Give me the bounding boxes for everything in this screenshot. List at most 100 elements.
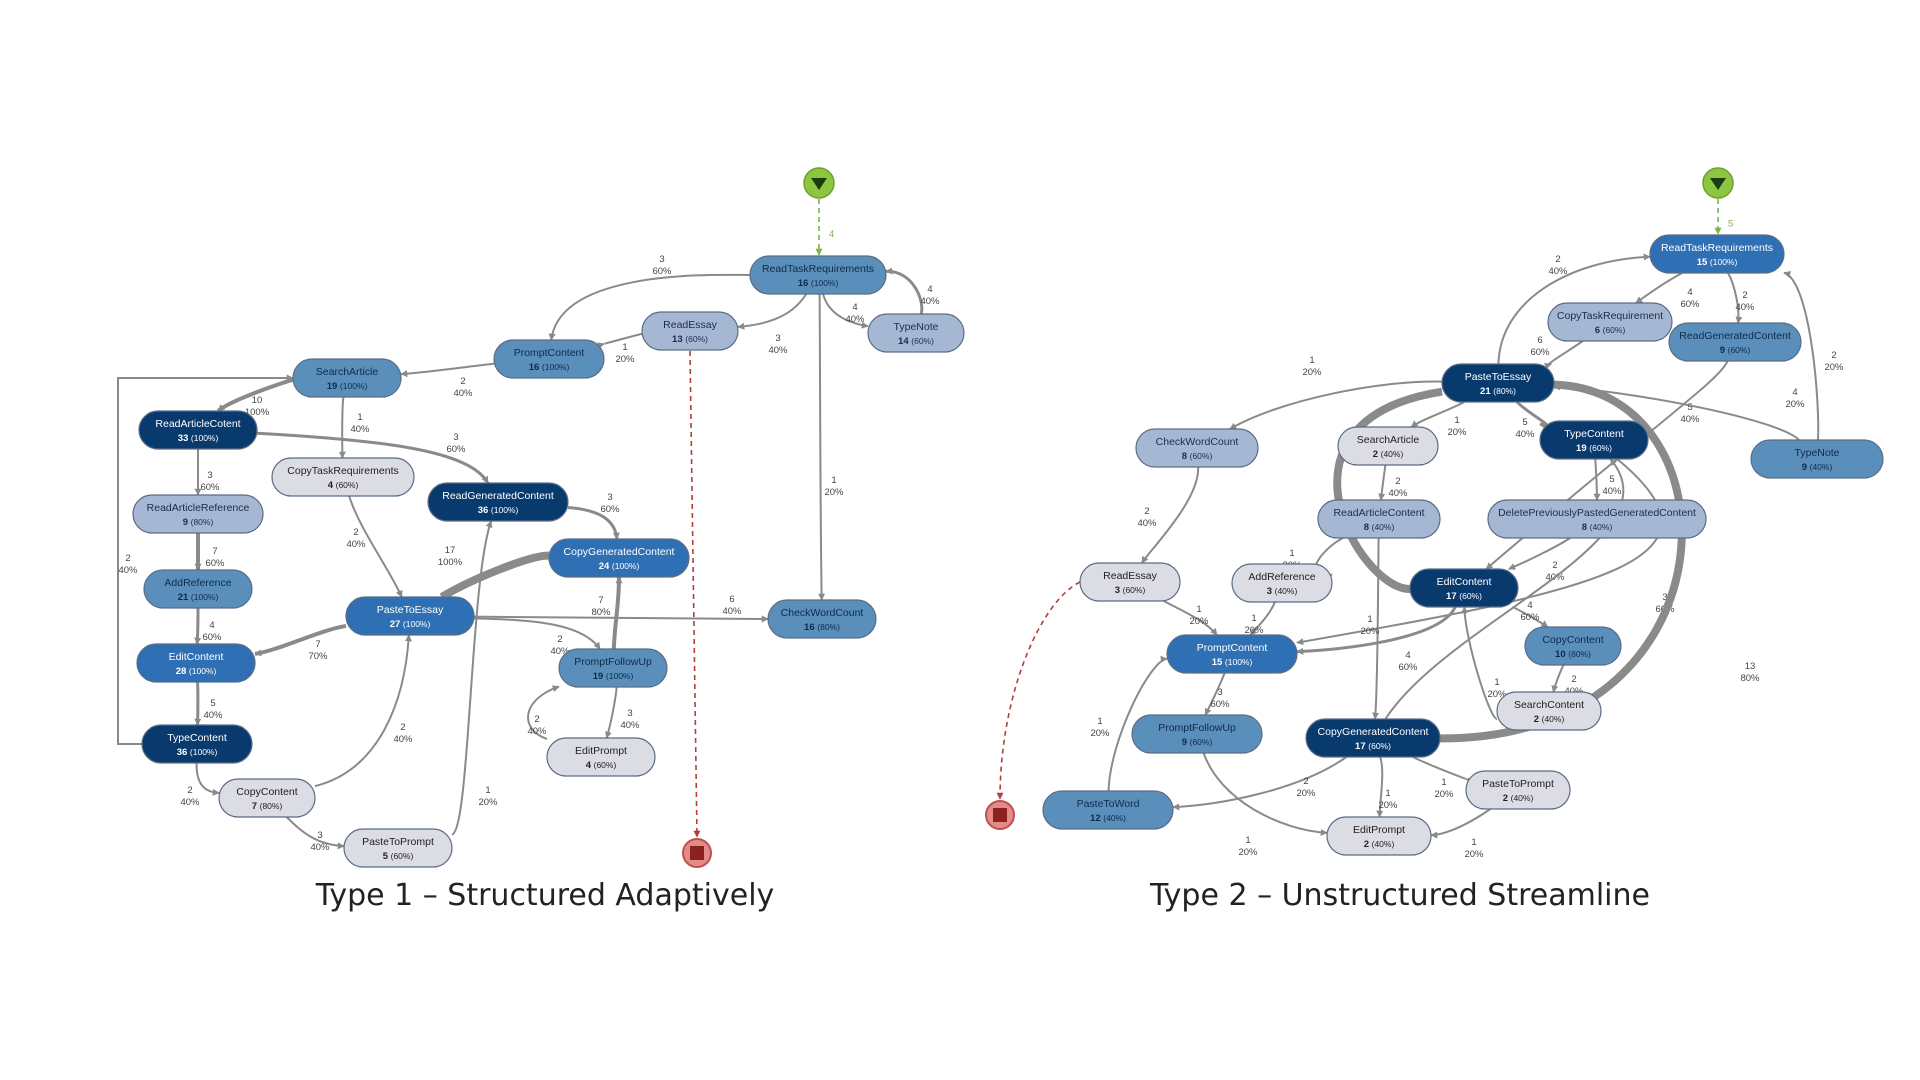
end-edge [996,581,1081,800]
node-shape [1166,634,1298,674]
node-count: 9 [1720,345,1728,356]
edge-percent-label: 40% [1548,266,1568,277]
edge-paste-to-word-to-prompt-content [1107,655,1168,792]
edge-percent-label: 60% [1520,612,1540,623]
node-stat: 4 (60%) [586,760,617,771]
edge-read-task-requirements-to-prompt-content [548,273,751,341]
node-count: 2 [1364,839,1372,850]
edge-percent-label: 40% [1735,302,1755,313]
edge-percent-label: 40% [453,388,473,399]
node-shape [143,569,253,609]
node-count: 19 [593,671,606,682]
edge-count-label: 4 [927,284,932,295]
node-percent: (100%) [606,671,634,681]
node-label: PasteToEssay [377,604,444,616]
node-stat: 19 (60%) [1576,443,1612,454]
node-label: EditContent [169,651,224,663]
node-shape [493,339,605,379]
node-percent: (60%) [685,334,708,344]
edge-edit-content-to-copy-content [1511,606,1549,628]
node-stat: 9 (60%) [1182,737,1213,748]
edge-paste-to-prompt-to-read-generated-content [451,520,493,836]
node-label: ReadArticleCotent [155,418,240,430]
node-percent: (100%) [811,278,839,288]
node-shape [749,255,887,295]
node-stat: 36 (100%) [478,505,519,516]
edge-percent-label: 20% [1447,427,1467,438]
node-count: 4 [586,760,594,771]
node-count: 36 [177,747,190,758]
edge-copy-task-requirements-to-paste-to-essay [348,495,403,598]
edge-count-label: 5 [1609,474,1614,485]
node-shape [218,778,316,818]
node-percent: (40%) [1511,793,1534,803]
node-stat: 10 (80%) [1555,649,1591,660]
edge-read-task-requirements-to-read-generated-content [1727,272,1743,324]
start-edge-label: 5 [1728,219,1733,230]
node-delete-previously-pasted-generated-content[interactable]: DeletePreviouslyPastedGeneratedContent8 … [1487,499,1707,539]
node-percent: (60%) [1190,451,1213,461]
node-stat: 16 (80%) [804,622,840,633]
edge-count-label: 1 [1471,837,1476,848]
start-node-icon [803,167,835,199]
node-percent: (60%) [1123,585,1146,595]
edge-percent-label: 60% [1680,299,1700,310]
node-stat: 9 (60%) [1720,345,1751,356]
edge-percent-label: 20% [1302,367,1322,378]
node-stat: 9 (40%) [1802,462,1833,473]
node-label: SearchContent [1514,699,1584,711]
node-stat: 8 (60%) [1182,451,1213,462]
edge-prompt-content-to-prompt-follow-up [1204,672,1226,716]
node-percent: (100%) [612,561,640,571]
node-count: 27 [390,619,403,630]
process-map-type-1: 4360%340%440%440%120%120%240%10100%140%3… [117,167,965,913]
node-percent: (100%) [189,666,217,676]
edge-count-label: 1 [831,475,836,486]
node-stat: 6 (60%) [1595,325,1626,336]
node-percent: (100%) [1225,657,1253,667]
node-shape [345,596,475,636]
edge-percent-label: 20% [1360,626,1380,637]
node-percent: (60%) [1459,591,1482,601]
node-label: TypeNote [894,321,939,333]
